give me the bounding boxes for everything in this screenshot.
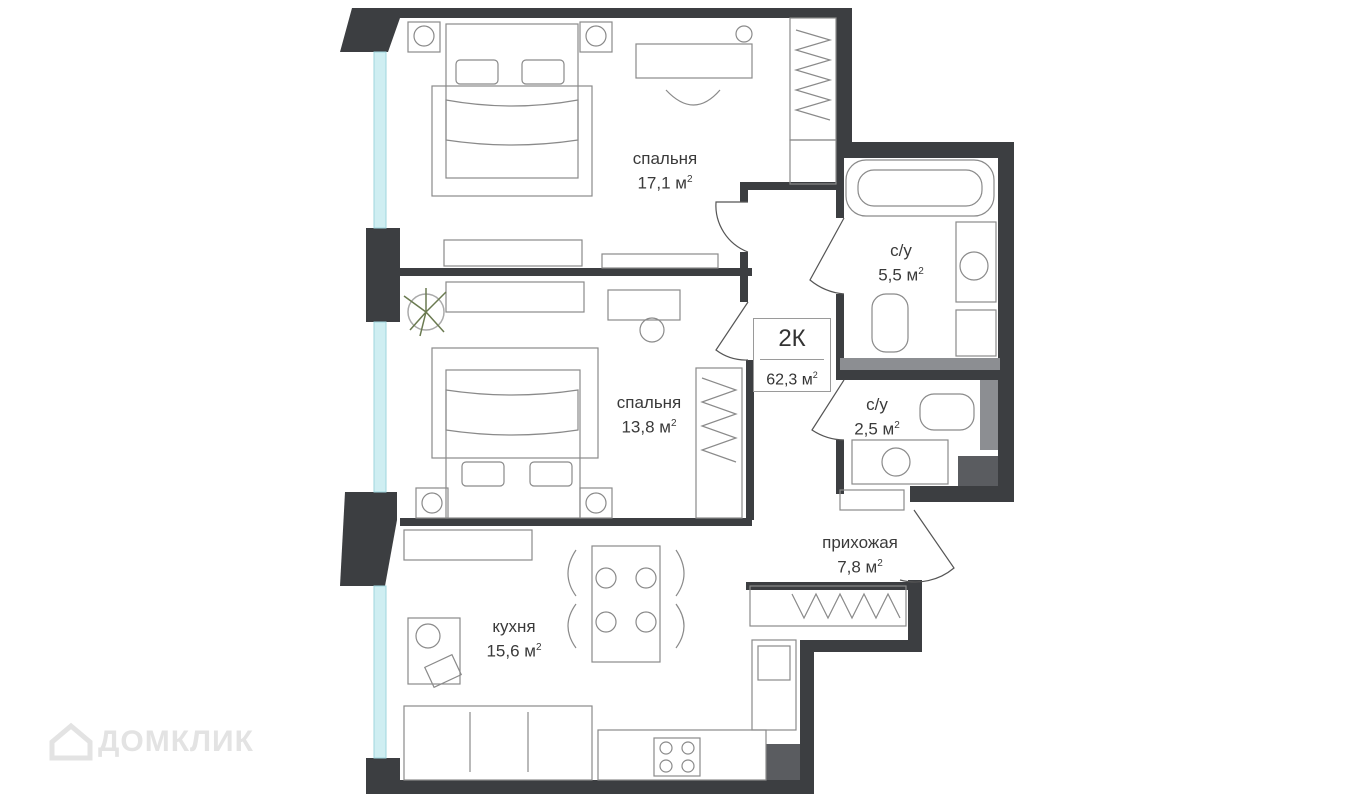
watermark-text: ДОМКЛИК	[98, 725, 254, 758]
room-name: кухня	[492, 617, 536, 636]
room-area: 2,5 м	[854, 419, 895, 439]
area-unit-sup: 2	[812, 370, 818, 380]
room-area: 15,6 м	[486, 641, 536, 661]
area-unit-sup: 2	[535, 642, 542, 653]
area-unit-sup: 2	[686, 174, 693, 185]
house-logo-icon	[49, 722, 93, 761]
area-unit-sup: 2	[918, 266, 924, 277]
room-name: с/у	[866, 395, 888, 414]
room-bathroom-1-label: с/у 5,5 м2	[856, 240, 946, 286]
room-name: с/у	[890, 241, 912, 260]
room-bedroom-1-label: спальня 17,1 м2	[600, 148, 730, 194]
walls	[340, 8, 1014, 794]
furniture	[403, 17, 997, 781]
room-area: 17,1 м	[637, 173, 687, 193]
apartment-badge: 2К 62,3 м2	[753, 318, 831, 392]
room-area: 7,8 м	[837, 557, 878, 577]
area-unit-sup: 2	[877, 558, 883, 569]
watermark: ДОМКЛИК	[48, 722, 254, 762]
room-hallway-label: прихожая 7,8 м2	[800, 532, 920, 578]
room-kitchen-label: кухня 15,6 м2	[464, 616, 564, 662]
area-unit-sup: 2	[894, 420, 900, 431]
plant-icon	[403, 288, 447, 337]
area-unit-sup: 2	[670, 418, 677, 429]
doors	[715, 201, 955, 583]
windows	[373, 51, 387, 759]
room-area: 5,5 м	[878, 265, 919, 285]
room-bathroom-2-label: с/у 2,5 м2	[832, 394, 922, 440]
room-bedroom-2-label: спальня 13,8 м2	[584, 392, 714, 438]
room-name: спальня	[616, 393, 682, 412]
room-area: 13,8 м	[621, 417, 671, 437]
apartment-total-area: 62,3 м	[766, 371, 813, 389]
room-name: спальня	[632, 149, 698, 168]
badge-divider	[760, 359, 824, 360]
apartment-type: 2К	[778, 325, 806, 352]
room-name: прихожая	[822, 533, 898, 552]
